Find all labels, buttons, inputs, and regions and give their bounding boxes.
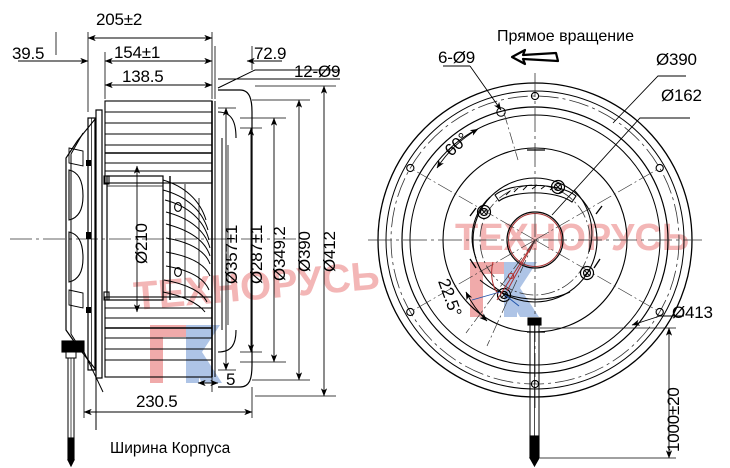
nameplate-arc	[494, 184, 577, 203]
svg-text:ТЕХНОРУСЬ: ТЕХНОРУСЬ	[455, 217, 689, 259]
dim-o349-2: Ø349.2	[270, 226, 289, 281]
front-cable	[527, 317, 542, 468]
impeller-blades	[162, 176, 211, 313]
dim-1000: 1000±20	[664, 387, 683, 452]
dim-154: 154±1	[114, 43, 161, 62]
watermark-right: ТЕХНОРУСЬ	[455, 217, 689, 317]
dim-205: 205±2	[96, 10, 143, 29]
dim-o357: Ø357±1	[222, 224, 241, 284]
front-view-geometry	[368, 73, 702, 468]
impeller-shroud-upper	[104, 100, 213, 184]
label-rotation-note: Прямое вращение	[497, 28, 634, 45]
dim-39-5: 39.5	[12, 44, 45, 63]
dim-o390-left: Ø390	[295, 231, 314, 272]
dim-12-o9: 12-Ø9	[294, 62, 341, 81]
dim-5: 5	[226, 370, 236, 389]
dim-o287: Ø287±1	[247, 224, 266, 284]
arc-60deg	[436, 128, 479, 169]
leader-o390	[612, 75, 686, 124]
dim-o162: Ø162	[661, 86, 702, 105]
leader-o162	[551, 117, 690, 216]
front-view-dimension-lines	[443, 65, 690, 459]
side-view-dimension-lines	[18, 32, 336, 418]
dim-o390-right: Ø390	[656, 50, 697, 69]
dim-o210: Ø210	[132, 223, 151, 264]
caption-housing-width: Ширина Корпуса	[110, 440, 231, 457]
cable-assembly	[61, 340, 104, 468]
dim-72-9: 72.9	[254, 44, 287, 63]
dim-o412: Ø412	[320, 231, 339, 272]
dim-230-5: 230.5	[136, 392, 178, 411]
dim-6-o9: 6-Ø9	[438, 48, 475, 67]
dim-138-5: 138.5	[122, 67, 164, 86]
impeller-shroud-lower	[104, 296, 213, 378]
arc-225deg	[465, 291, 488, 322]
dim-o413: Ø413	[672, 303, 713, 322]
